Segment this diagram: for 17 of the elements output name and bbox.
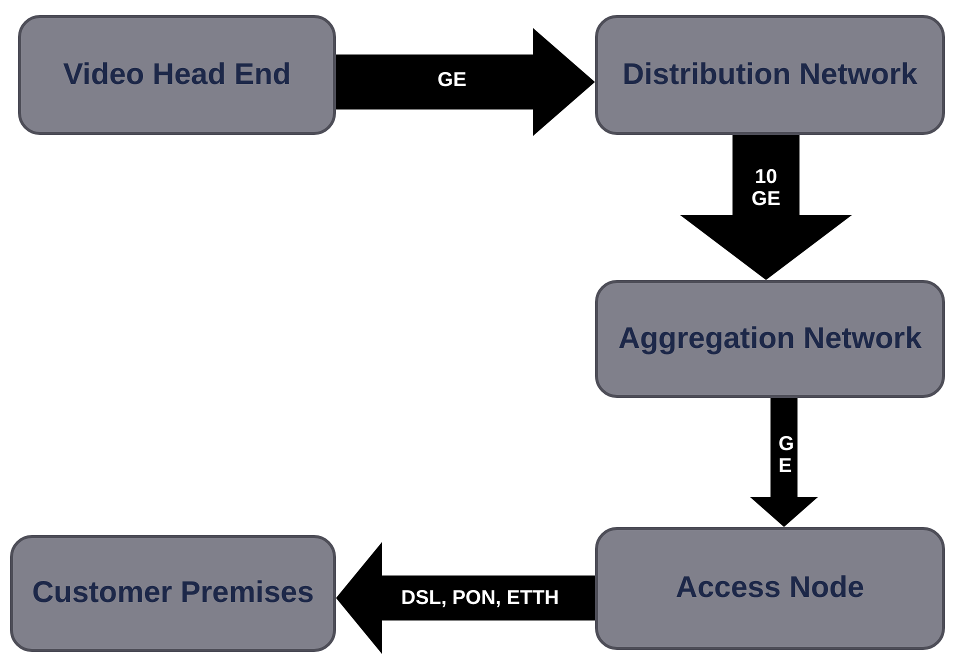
- process-box: [595, 15, 945, 135]
- node-label: Aggregation Network: [618, 322, 922, 356]
- block-arrow: [680, 135, 852, 280]
- process-box: [10, 535, 336, 652]
- node-label: Customer Premises: [32, 576, 314, 611]
- edge-label: DSL, PON, ETTH: [401, 587, 559, 609]
- process-box: [18, 15, 336, 135]
- node-label: Distribution Network: [622, 58, 918, 92]
- block-arrow: [750, 398, 818, 527]
- process-box: [595, 280, 945, 398]
- edge-label: 10 GE: [750, 166, 782, 210]
- node-label: Access Node: [676, 571, 864, 606]
- process-box: [595, 527, 945, 650]
- edge-label: GE: [438, 69, 466, 91]
- block-arrow: [336, 28, 595, 136]
- block-arrow: [336, 542, 595, 654]
- node-label: Video Head End: [63, 58, 291, 92]
